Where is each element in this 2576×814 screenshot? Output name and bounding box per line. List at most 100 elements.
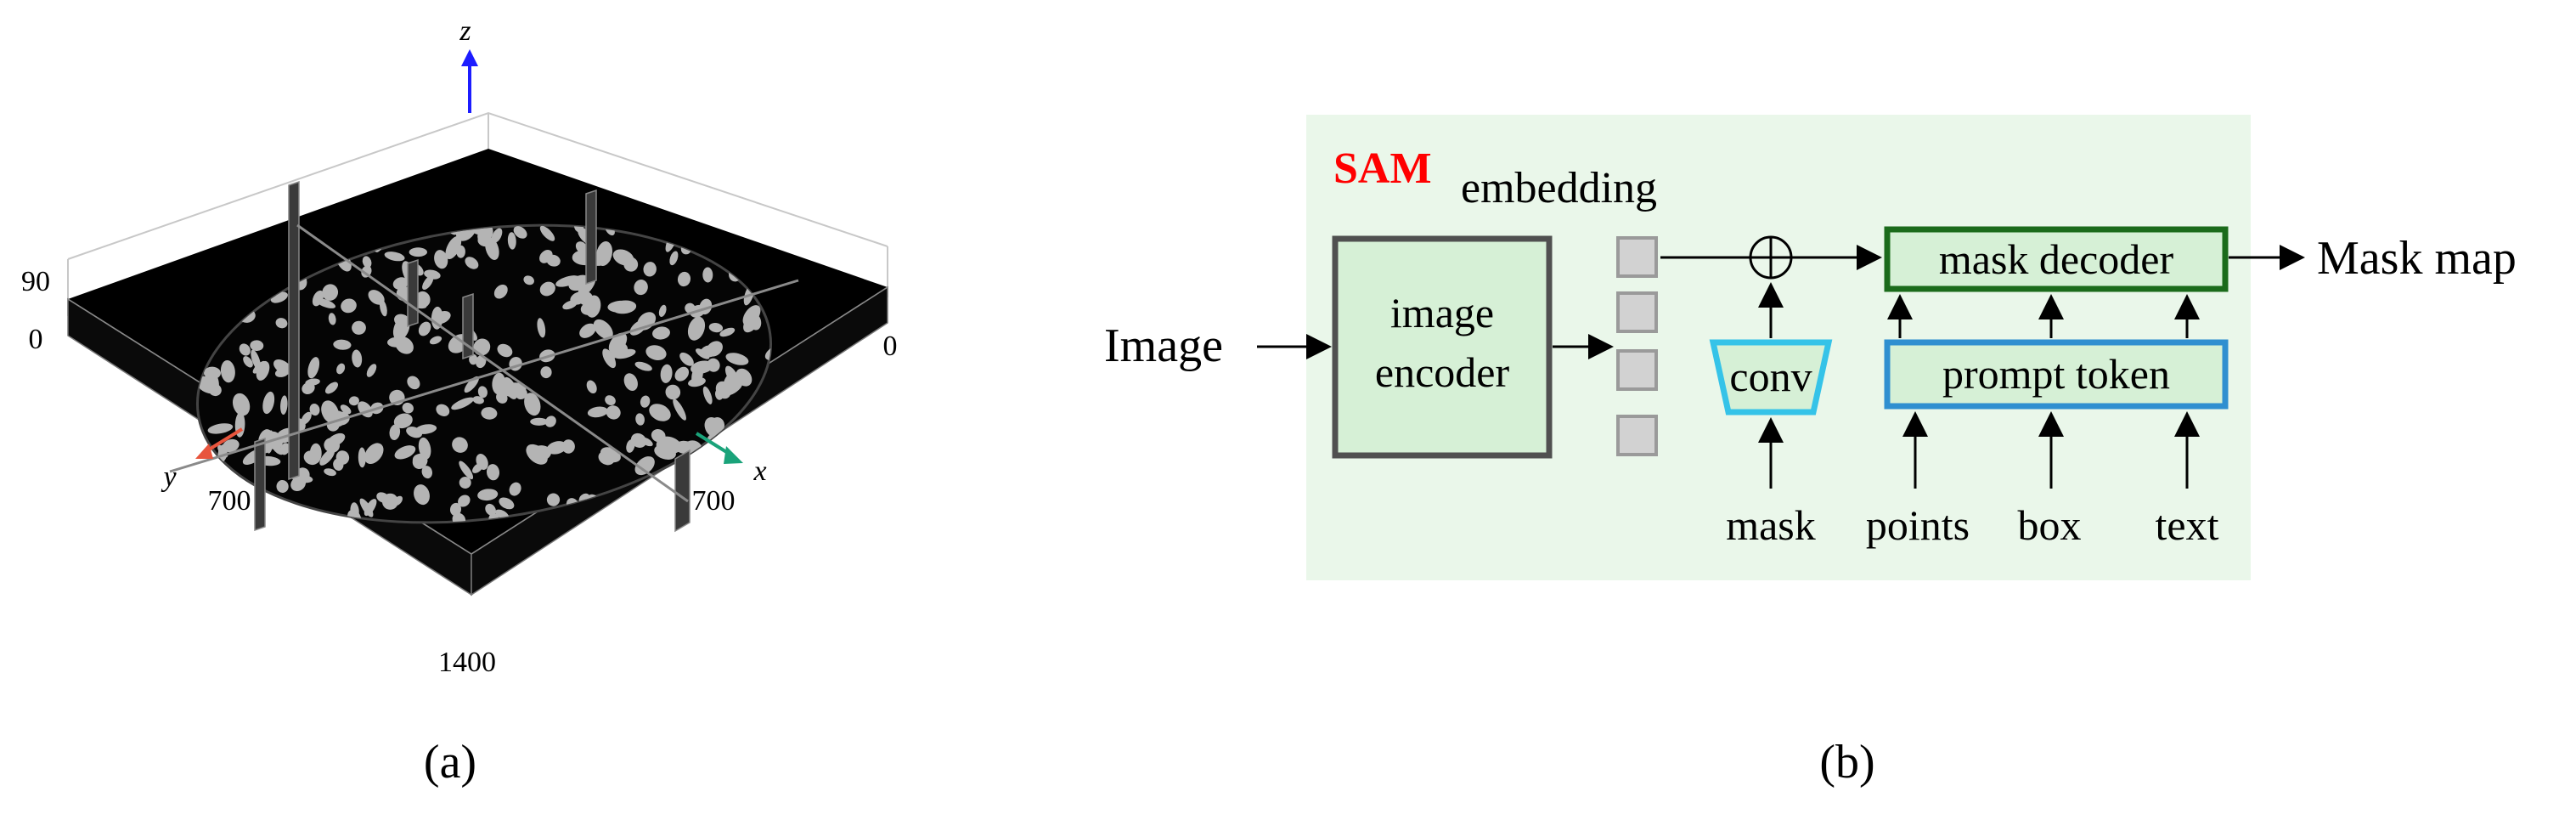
image-encoder-box (1332, 235, 1553, 459)
image-encoder-line1: image (1390, 289, 1494, 336)
grain (634, 361, 652, 371)
grain (402, 402, 414, 414)
grain (333, 458, 344, 471)
grain (652, 326, 670, 340)
grain (326, 432, 346, 447)
grain (364, 443, 384, 464)
grain (674, 366, 690, 382)
grain (546, 493, 561, 506)
y-axis-label: y (161, 461, 177, 493)
prompt-input-points: points (1866, 501, 1970, 549)
grain (539, 281, 555, 297)
grain (469, 353, 478, 365)
grain (324, 468, 336, 477)
grain (610, 342, 625, 354)
grain (250, 340, 264, 352)
grain (445, 235, 462, 259)
grain (358, 447, 366, 468)
grain (341, 298, 357, 314)
grain (271, 442, 284, 455)
grain (725, 353, 749, 365)
grain (394, 445, 416, 460)
prompt-input-mask: mask (1726, 501, 1816, 549)
panel-a-3d-view: z y x 90 0 0 700 700 1400 (a) (21, 15, 898, 789)
grain (251, 349, 262, 370)
grain (239, 343, 251, 356)
grain (708, 323, 724, 333)
grain (578, 291, 593, 306)
grain (429, 336, 442, 345)
conv-label: conv (1729, 353, 1812, 400)
z-tick-top: 90 (21, 266, 50, 297)
grain (431, 311, 451, 325)
grain (421, 466, 433, 479)
corner-tick: 1400 (438, 647, 496, 678)
grain (524, 393, 541, 416)
grain (595, 240, 613, 267)
grain (359, 498, 374, 517)
sam-title: SAM (1333, 144, 1432, 193)
grain (649, 404, 671, 421)
prompt-token-label: prompt token (1942, 350, 2170, 398)
grain (348, 396, 359, 406)
grain (645, 345, 667, 360)
grain (280, 395, 288, 415)
grain (623, 373, 638, 391)
grain (379, 299, 387, 317)
sum-node-icon (1749, 235, 1793, 280)
grain (546, 441, 567, 455)
grain (472, 396, 484, 404)
grain (497, 343, 513, 358)
grain (641, 504, 657, 522)
prompt-input-box: box (2018, 501, 2082, 549)
prompt-token-box (1884, 339, 2229, 410)
grain (598, 450, 615, 466)
grain (499, 497, 515, 510)
grain (476, 454, 488, 470)
grain (465, 257, 479, 269)
grain (324, 382, 339, 394)
grain (220, 359, 235, 383)
grain (243, 356, 253, 368)
grain (669, 251, 679, 266)
grain (509, 482, 521, 496)
mask-decoder-box (1884, 226, 2229, 292)
grain (418, 321, 431, 336)
grain (319, 449, 335, 466)
grain (679, 352, 694, 366)
grain (539, 225, 555, 241)
grain (340, 404, 352, 415)
embedding-label: embedding (1461, 164, 1657, 212)
grain (381, 493, 398, 510)
grain (702, 386, 713, 404)
x-axis-label: x (753, 455, 766, 487)
grain (507, 232, 516, 250)
grain (451, 397, 474, 410)
grain (456, 245, 465, 258)
grain (362, 256, 372, 269)
grain (651, 513, 663, 526)
grain (422, 275, 434, 291)
grain (389, 424, 401, 440)
grain (464, 376, 479, 393)
grain (274, 506, 287, 523)
grain (393, 413, 413, 429)
grain (634, 280, 648, 296)
grain (539, 249, 553, 263)
grain (693, 461, 705, 469)
grain (586, 380, 597, 394)
grain (643, 262, 657, 277)
grain (393, 495, 403, 506)
mask-map-output-label: Mask map (2317, 232, 2517, 285)
grain (530, 417, 548, 426)
grain (477, 386, 488, 399)
grain (301, 411, 312, 425)
grain (309, 404, 320, 416)
grain (769, 414, 782, 428)
x-axis-arrow (695, 432, 743, 464)
grain (303, 450, 319, 466)
grain (491, 228, 503, 244)
grain (665, 384, 681, 400)
grain (302, 382, 315, 394)
grain (279, 443, 290, 455)
